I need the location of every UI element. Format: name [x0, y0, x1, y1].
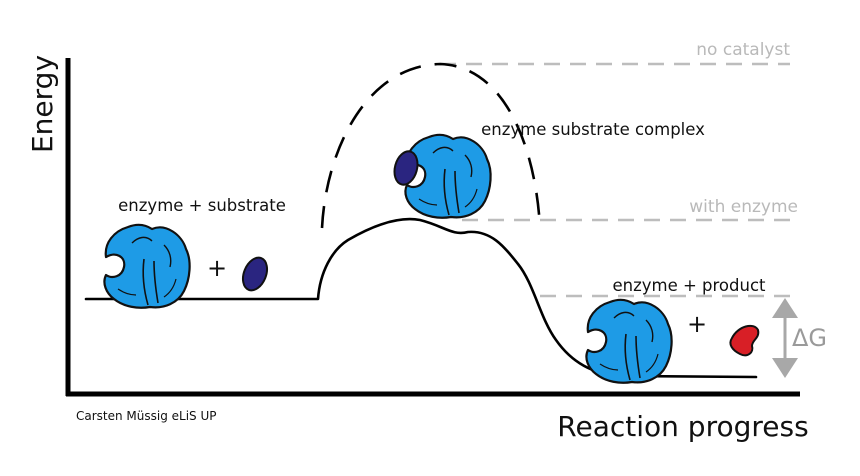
- uncatalyzed-path-dashed: [320, 62, 542, 229]
- plus-sign: +: [687, 310, 707, 338]
- with-enzyme-label: with enzyme: [689, 197, 798, 217]
- y-axis-label: Energy: [26, 55, 59, 153]
- no-catalyst-label: no catalyst: [696, 40, 790, 60]
- plus-sign: +: [207, 254, 227, 282]
- enzyme-energy-curve: [84, 217, 758, 379]
- enzyme-icon: [103, 223, 191, 309]
- enzyme-icon: [404, 133, 492, 219]
- products-label: enzyme + product: [612, 276, 766, 295]
- delta-g-arrow-up-head: [772, 298, 798, 318]
- substrate-icon: [241, 256, 269, 292]
- enzyme-icon: [585, 298, 673, 384]
- product-icon: [729, 324, 760, 357]
- credit-text: Carsten Müssig eLiS UP: [76, 409, 217, 423]
- complex-label: enzyme substrate complex: [481, 120, 705, 139]
- delta-g-arrow-down-head: [772, 358, 798, 378]
- bound-substrate-icon: [393, 150, 419, 186]
- x-axis-label: Reaction progress: [557, 410, 808, 443]
- delta-g-label: ΔG: [792, 324, 827, 352]
- reactants-label: enzyme + substrate: [118, 196, 286, 215]
